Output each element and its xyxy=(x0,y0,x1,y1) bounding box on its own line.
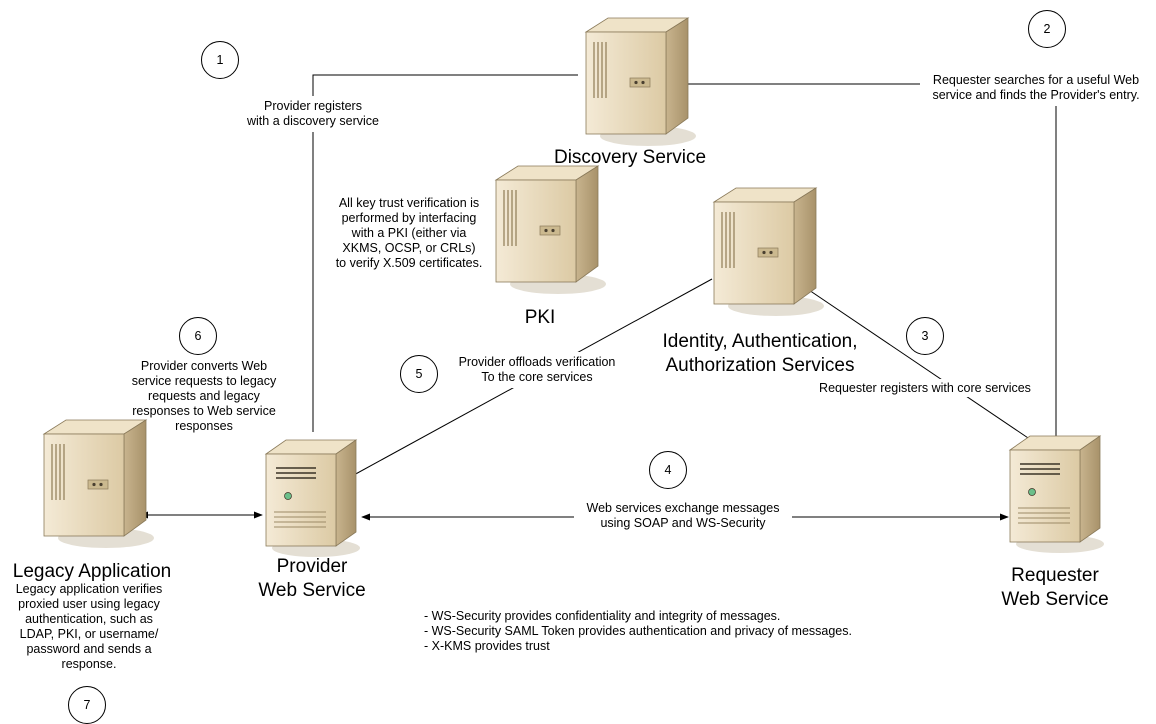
step-3-text: Requester registers with core services xyxy=(819,381,1031,395)
step-5-badge: 5 xyxy=(400,355,438,393)
pki-trust-note: All key trust verification is performed … xyxy=(335,196,483,270)
identity-server-icon xyxy=(713,187,825,317)
ws-security-notes: - WS-Security provides confidentiality a… xyxy=(424,609,852,653)
provider-web-service-label: Provider Web Service xyxy=(258,556,366,601)
step-2-text: Requester searches for a useful Web serv… xyxy=(932,73,1140,102)
step-2-badge: 2 xyxy=(1028,10,1066,48)
legacy-application-label: Legacy Application xyxy=(12,561,172,582)
step-7-text: Legacy application verifies proxied user… xyxy=(15,582,163,671)
pki-label: PKI xyxy=(524,307,556,328)
requester-server-icon xyxy=(1009,435,1105,554)
step-1-text: Provider registers with a discovery serv… xyxy=(247,99,379,128)
step-6-text: Provider converts Web service requests t… xyxy=(131,359,277,433)
legacy-server-icon xyxy=(43,419,155,549)
discovery-service-label: Discovery Service xyxy=(553,147,707,168)
step-4-text: Web services exchange messages using SOA… xyxy=(586,501,780,530)
identity-to-requester-line xyxy=(802,285,1041,447)
step-7-badge: 7 xyxy=(68,686,106,724)
step-4-badge: 4 xyxy=(649,451,687,489)
identity-services-label: Identity, Authentication, Authorization … xyxy=(662,331,858,376)
step-5-text: Provider offloads verification To the co… xyxy=(458,355,616,384)
step-3-badge: 3 xyxy=(906,317,944,355)
pki-server-icon xyxy=(495,165,607,295)
provider-server-icon xyxy=(265,439,361,558)
step-1-badge: 1 xyxy=(201,41,239,79)
step-6-badge: 6 xyxy=(179,317,217,355)
provider-to-discovery-line xyxy=(312,74,578,432)
discovery-server-icon xyxy=(585,17,697,147)
requester-web-service-label: Requester Web Service xyxy=(1001,565,1109,610)
